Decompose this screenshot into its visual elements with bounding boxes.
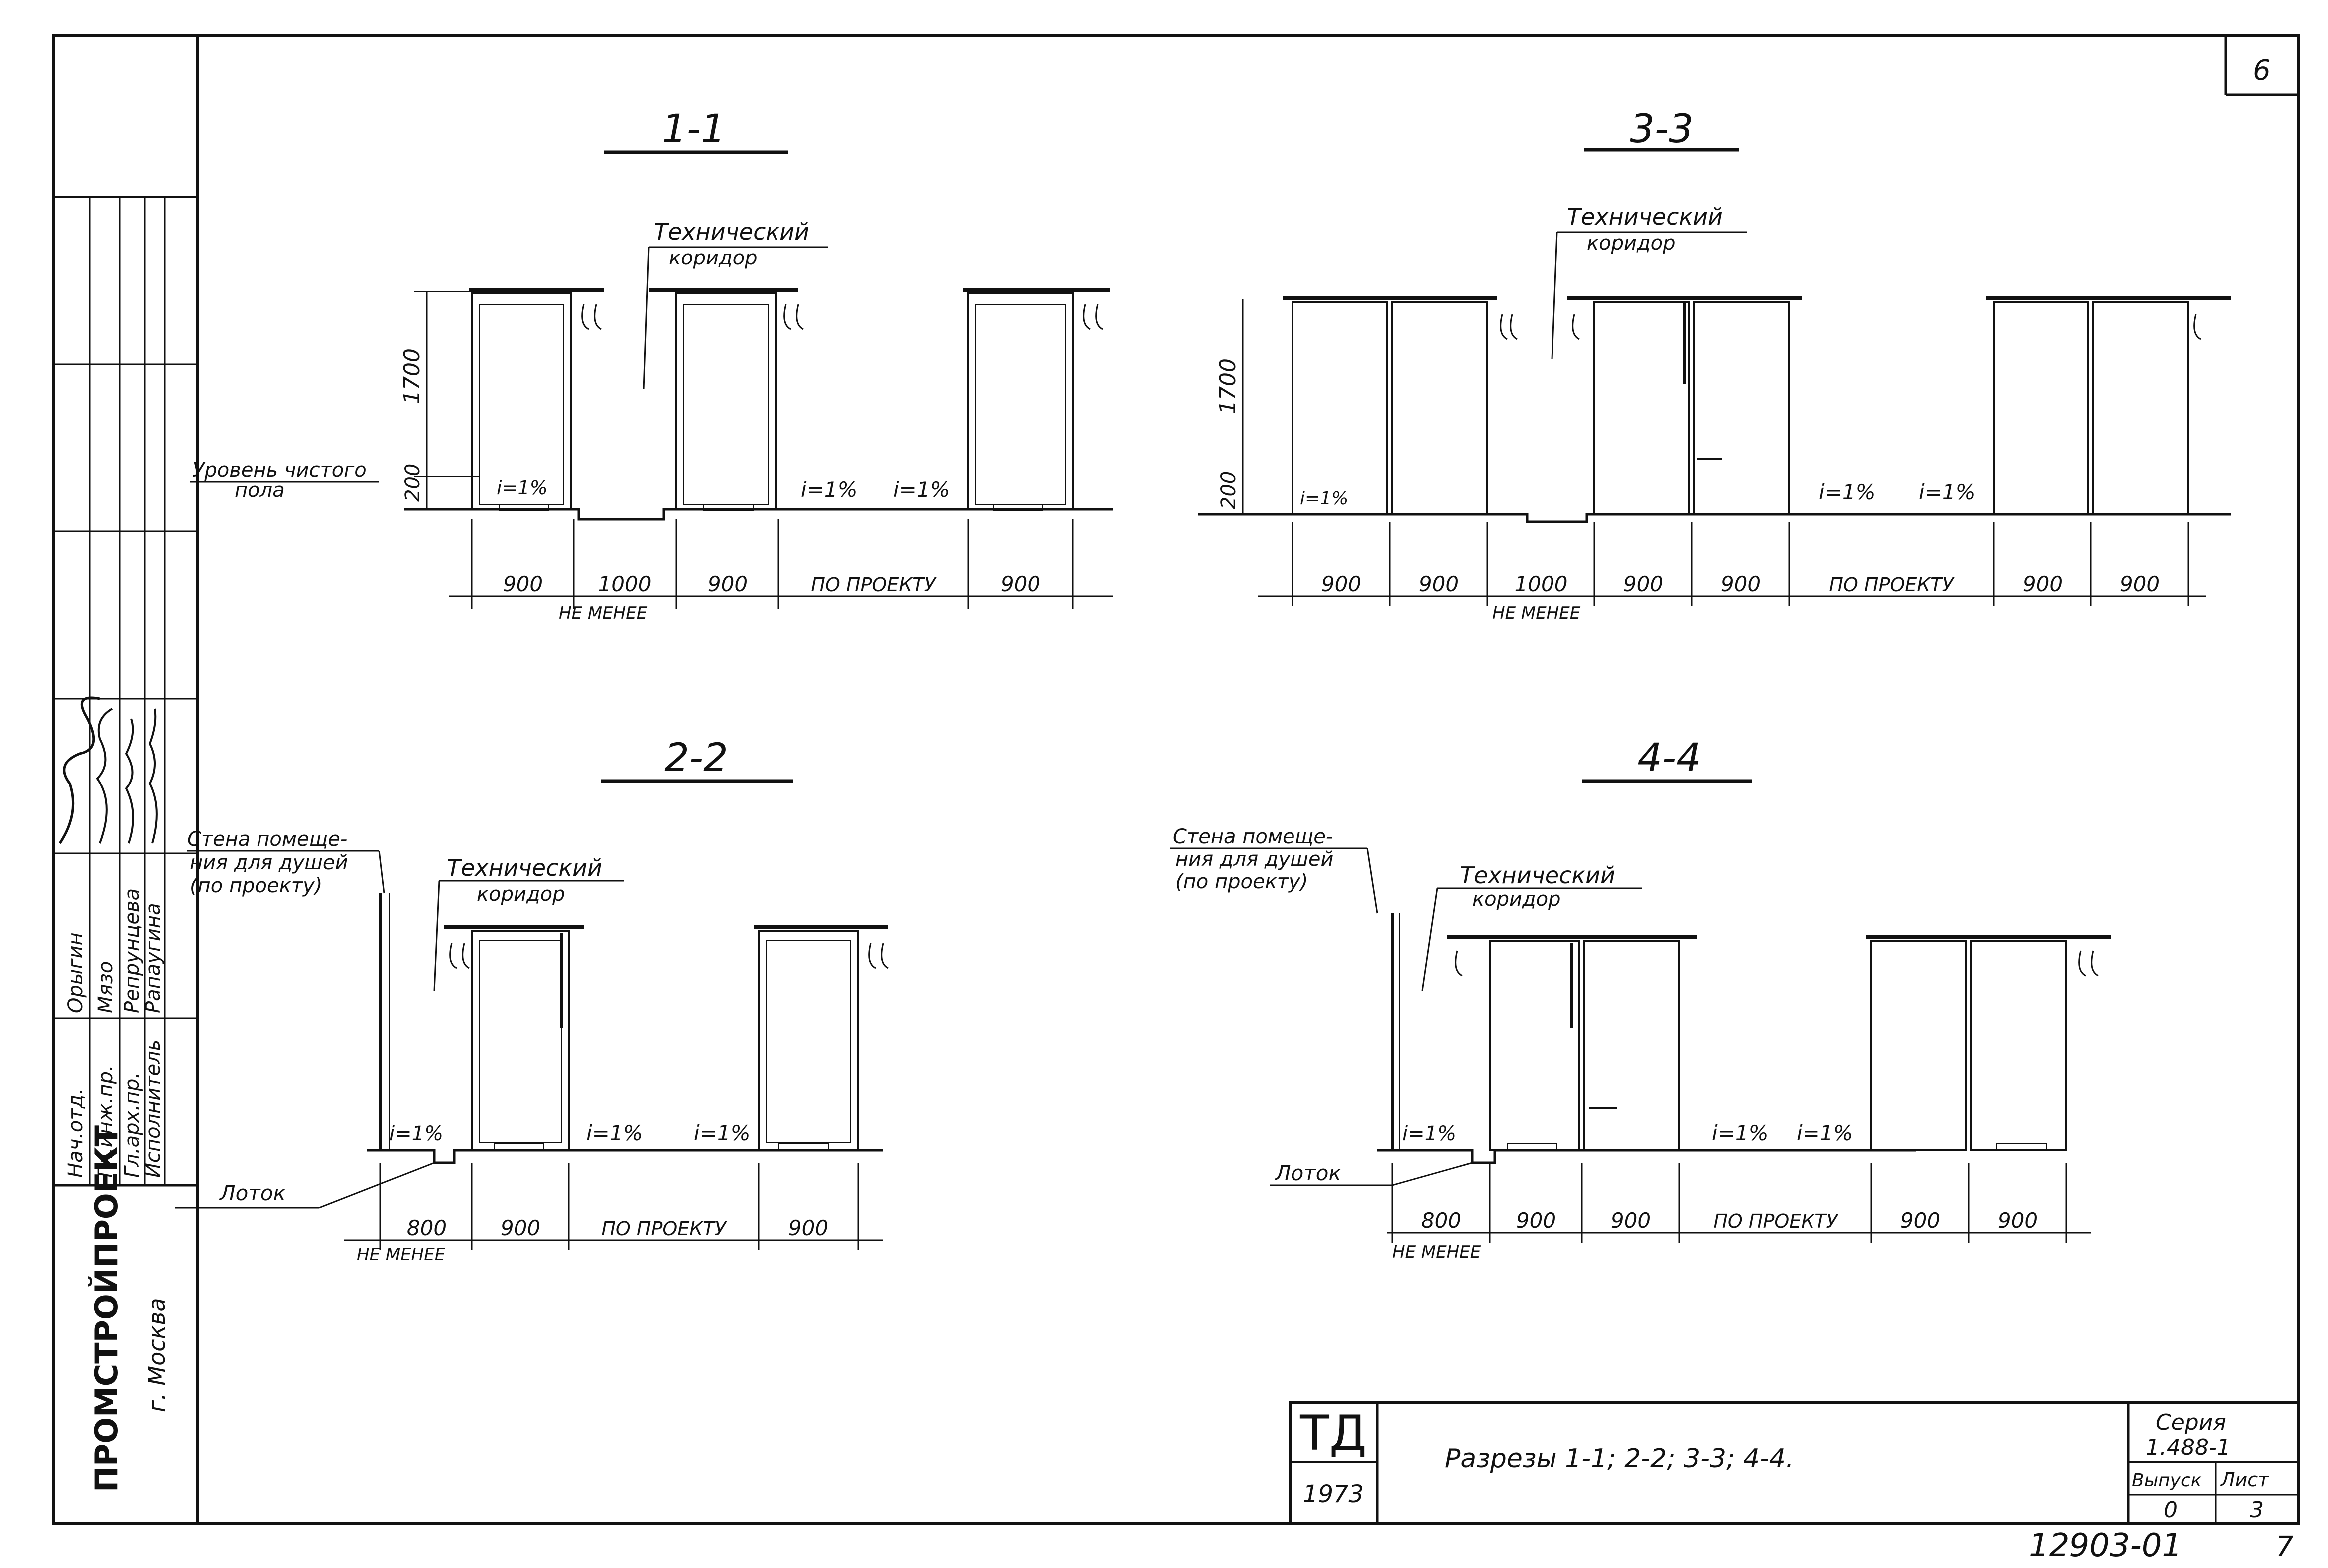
dim-1: 900 [1321, 572, 1361, 596]
sheet-value: 3 [2250, 1497, 2264, 1523]
wall-label-3: (по проекту) [190, 874, 322, 897]
page-number: 7 [2276, 1531, 2294, 1563]
dim-7: 900 [2023, 572, 2063, 596]
wall-label-1: Стена помеще- [1173, 825, 1333, 848]
year: 1973 [1303, 1480, 1364, 1508]
dim-2: 900 [1419, 572, 1459, 596]
not-less-label: НЕ МЕНЕЕ [357, 1245, 446, 1265]
corridor-label-2: коридор [1587, 232, 1676, 255]
section-title: 3-3 [1630, 107, 1693, 152]
dim-3: 900 [1611, 1208, 1651, 1233]
dim-2: 900 [1516, 1208, 1556, 1233]
dim-3: 900 [708, 572, 748, 596]
series-label: Серия [2156, 1410, 2226, 1435]
dim-2: 1000 [598, 572, 652, 596]
sheet-label: Лист [2220, 1469, 2270, 1491]
slope-1: i=1% [1300, 488, 1348, 509]
name-executor: Рапаугина [142, 903, 165, 1013]
dim-3: 1000 [1515, 572, 1568, 596]
wall-label-3: (по проекту) [1175, 870, 1308, 893]
height-1700: 1700 [1215, 358, 1241, 414]
slope-1: i=1% [497, 477, 548, 499]
slope-2: i=1% [1819, 480, 1876, 504]
role-chief-architect: Гл.арх.пр. [121, 1072, 144, 1178]
dim-4: ПО ПРОЕКТУ [811, 574, 937, 596]
dim-4: ПО ПРОЕКТУ [1713, 1210, 1839, 1232]
dim-1: 900 [503, 572, 543, 596]
floor-level-label: Уровень чистого [192, 459, 367, 482]
title-block: ТД 1973 Разрезы 1-1; 2-2; 3-3; 4-4. Сери… [1289, 1401, 2300, 1525]
dim-4: 900 [1623, 572, 1663, 596]
issue-value: 0 [2164, 1497, 2178, 1523]
corridor-label-2: коридор [669, 247, 758, 269]
series-value: 1.488-1 [2146, 1435, 2231, 1460]
dim-1: 800 [1421, 1208, 1461, 1233]
name-chief-architect: Репрунцева [121, 888, 144, 1013]
name-head: Орыгин [64, 932, 87, 1013]
role-head: Нач.отд. [64, 1088, 87, 1178]
section-4-4: 4-4 Стена помеще- ния для душей (по прое… [1170, 736, 2111, 1262]
dim-6: ПО ПРОЕКТУ [1829, 574, 1955, 596]
dim-6: 900 [1998, 1208, 2038, 1233]
slope-2: i=1% [586, 1121, 643, 1145]
org-city: г. Москва [143, 1298, 170, 1412]
dim-1: 800 [407, 1216, 447, 1240]
doc-code: 12903-01 [2029, 1527, 2182, 1564]
slope-3: i=1% [893, 477, 950, 502]
side-stamp: Нач.отд. Гл.инж.пр. Гл.арх.пр. Исполните… [52, 34, 199, 1525]
not-less-label: НЕ МЕНЕЕ [1392, 1242, 1481, 1262]
floor-level-label-2: пола [235, 479, 285, 502]
section-title: 1-1 [662, 107, 725, 152]
slope-1: i=1% [389, 1122, 443, 1145]
section-title: 4-4 [1637, 736, 1701, 781]
tray-label: Лоток [1274, 1161, 1341, 1185]
dim-5: 900 [1900, 1208, 1940, 1233]
height-200: 200 [1217, 471, 1240, 509]
issue-label: Выпуск [2132, 1470, 2202, 1491]
dim-8: 900 [2120, 572, 2160, 596]
section-2-2: 2-2 Стена помеще- ния для душей (по прое… [175, 736, 889, 1265]
logo-td: ТД [1299, 1405, 1367, 1461]
dim-2: 900 [501, 1216, 540, 1240]
role-chief-engineer: Гл.инж.пр. [94, 1065, 117, 1178]
sheet-frame [196, 34, 2300, 1525]
corridor-label-1: Технический [1460, 862, 1615, 889]
height-1700: 1700 [399, 348, 425, 404]
corridor-label-1: Технический [654, 218, 809, 245]
tray-label: Лоток [219, 1181, 286, 1205]
corridor-label-1: Технический [1567, 203, 1723, 230]
slope-2: i=1% [1712, 1121, 1769, 1145]
sheet-number-box: 6 [2224, 36, 2298, 96]
dim-3: ПО ПРОЕКТУ [601, 1218, 727, 1240]
height-200: 200 [401, 464, 424, 502]
section-3-3: 3-3 Технический коридор 1700 200 i=1% i=… [1198, 107, 2231, 623]
dim-5: 900 [1001, 572, 1040, 596]
slope-1: i=1% [1402, 1122, 1456, 1145]
wall-label-2: ния для душей [1175, 848, 1333, 871]
name-chief-engineer: Мязо [94, 961, 117, 1013]
dim-5: 900 [1721, 572, 1761, 596]
section-title: 2-2 [664, 736, 728, 781]
not-less-label: НЕ МЕНЕЕ [559, 603, 648, 623]
corridor-label-2: коридор [1472, 888, 1561, 911]
slope-2: i=1% [801, 477, 858, 502]
wall-label-2: ния для душей [190, 851, 348, 874]
dim-4: 900 [788, 1216, 828, 1240]
wall-label-1: Стена помеще- [187, 828, 347, 851]
corridor-label-2: коридор [477, 883, 565, 906]
org-name: ПРОМСТРОЙПРОЕКТ [88, 1125, 125, 1492]
slope-3: i=1% [694, 1121, 751, 1145]
corridor-label-1: Технический [447, 854, 602, 881]
sheet-number: 6 [2253, 54, 2271, 87]
drawing-title: Разрезы 1-1; 2-2; 3-3; 4-4. [1445, 1444, 1794, 1474]
slope-3: i=1% [1797, 1121, 1853, 1145]
role-executor: Исполнитель [142, 1040, 165, 1178]
slope-3: i=1% [1919, 480, 1976, 504]
not-less-label: НЕ МЕНЕЕ [1492, 603, 1581, 623]
section-1-1: 1-1 Технический коридор Уровень чистого … [190, 107, 1113, 623]
handwritten-signatures [58, 696, 158, 844]
